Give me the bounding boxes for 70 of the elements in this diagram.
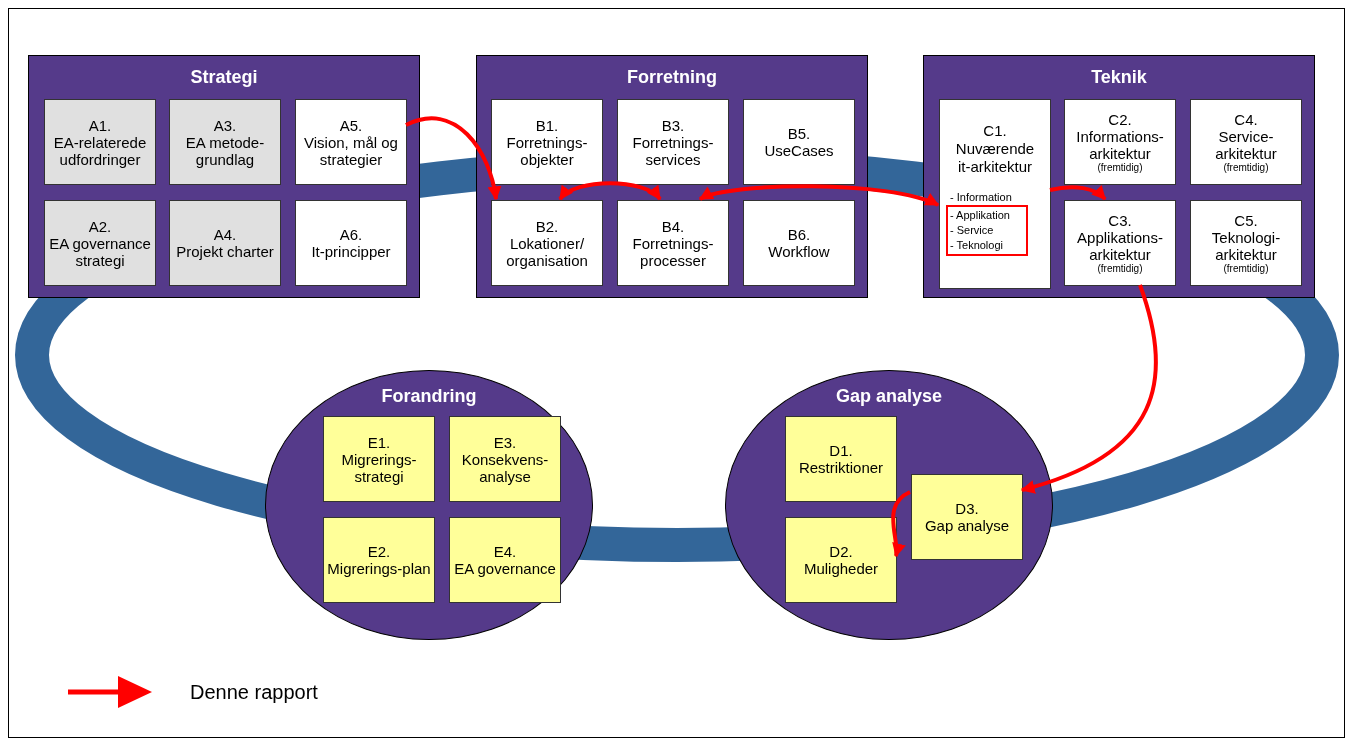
box-label: A5. Vision, mål og strategier bbox=[303, 116, 399, 168]
panel-title: Forandring bbox=[381, 385, 477, 407]
list-item: - Applikation bbox=[949, 208, 1011, 223]
panel-title: Teknik bbox=[1091, 66, 1147, 88]
topic-box bbox=[743, 99, 855, 185]
arrow bbox=[558, 181, 662, 201]
box-label: B1. Forretnings-objekter bbox=[505, 116, 589, 168]
topic-box bbox=[939, 99, 1051, 289]
box-label: A3. EA metode-grundlag bbox=[184, 116, 266, 168]
arrow bbox=[1049, 185, 1107, 201]
box-label: A2. EA governance strategi bbox=[48, 217, 152, 269]
topic-box bbox=[323, 517, 435, 603]
topic-box bbox=[1190, 99, 1302, 185]
box-label: D3. Gap analyse bbox=[924, 500, 1010, 534]
box-label: C3. Applikations-arkitektur bbox=[1076, 211, 1164, 263]
arrow bbox=[698, 184, 940, 207]
topic-box bbox=[491, 200, 603, 286]
topic-box bbox=[1190, 200, 1302, 286]
box-label: A4. Projekt charter bbox=[176, 226, 274, 260]
box-label: E4. EA governance bbox=[454, 543, 556, 577]
box-label: E3. Konsekvens-analyse bbox=[460, 433, 550, 485]
topic-box bbox=[449, 416, 561, 502]
box-label: C1. Nuværende it-arkitektur bbox=[954, 122, 1036, 176]
box-label: C5. Teknologi-arkitektur bbox=[1210, 211, 1282, 263]
topic-box bbox=[617, 99, 729, 185]
box-label: B6. Workflow bbox=[768, 226, 830, 260]
box-label: B3. Forretnings-services bbox=[631, 116, 715, 168]
topic-box bbox=[169, 200, 281, 286]
list-item: - Information bbox=[949, 190, 1013, 205]
topic-box bbox=[169, 99, 281, 185]
topic-box bbox=[295, 99, 407, 185]
box-label: E1. Migrerings-strategi bbox=[340, 433, 418, 485]
box-note: (fremtidig) bbox=[1097, 262, 1143, 275]
topic-box bbox=[785, 517, 897, 603]
arrow bbox=[1020, 284, 1158, 494]
box-note: (fremtidig) bbox=[1223, 161, 1269, 174]
panel-title: Forretning bbox=[627, 66, 717, 88]
box-label: B5. UseCases bbox=[764, 125, 834, 159]
box-label: B4. Forretnings-processer bbox=[631, 217, 715, 269]
box-note: (fremtidig) bbox=[1097, 161, 1143, 174]
list-item: - Service bbox=[949, 223, 995, 238]
topic-box bbox=[785, 416, 897, 502]
panel-title: Gap analyse bbox=[835, 385, 943, 407]
list-item: - Teknologi bbox=[949, 238, 1004, 253]
category-panel bbox=[28, 55, 420, 298]
box-label: D1. Restriktioner bbox=[798, 442, 884, 476]
topic-box bbox=[44, 200, 156, 286]
box-label: D2. Muligheder bbox=[803, 543, 879, 577]
topic-box bbox=[295, 200, 407, 286]
topic-box bbox=[617, 200, 729, 286]
panel-title: Strategi bbox=[190, 66, 258, 88]
topic-box bbox=[449, 517, 561, 603]
topic-box bbox=[1064, 200, 1176, 286]
box-note: (fremtidig) bbox=[1223, 262, 1269, 275]
topic-box bbox=[44, 99, 156, 185]
legend-label: Denne rapport bbox=[190, 680, 318, 705]
topic-box bbox=[1064, 99, 1176, 185]
arrow bbox=[405, 116, 501, 201]
topic-box bbox=[911, 474, 1023, 560]
category-panel bbox=[476, 55, 868, 298]
topic-box bbox=[491, 99, 603, 185]
box-label: C4. Service-arkitektur bbox=[1214, 110, 1278, 162]
box-label: E2. Migrerings-plan bbox=[327, 543, 431, 577]
topic-box bbox=[743, 200, 855, 286]
box-label: A1. EA-relaterede udfordringer bbox=[52, 116, 148, 168]
category-panel bbox=[923, 55, 1315, 298]
box-label: B2. Lokationer/ organisation bbox=[505, 217, 589, 269]
box-label: C2. Informations-arkitektur bbox=[1075, 110, 1165, 162]
box-label: A6. It-principper bbox=[311, 226, 391, 260]
topic-box bbox=[323, 416, 435, 502]
